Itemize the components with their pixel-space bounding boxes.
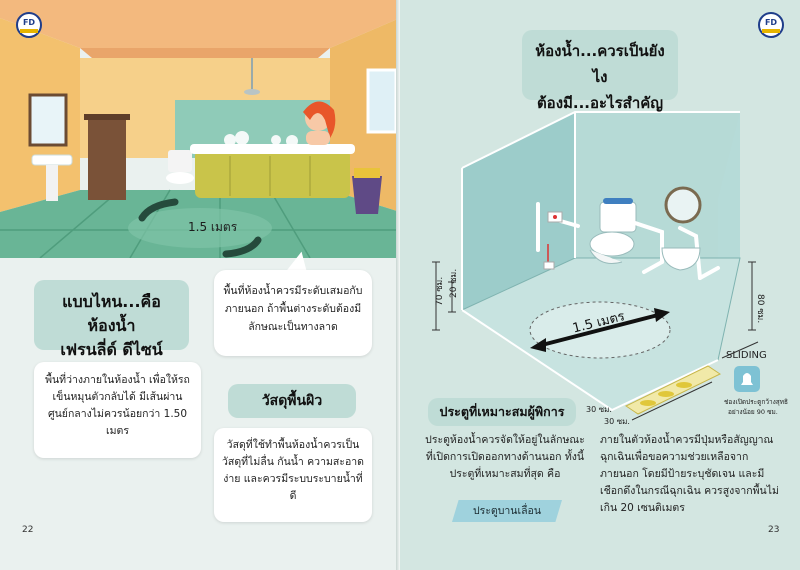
- right-title-line-1: ห้องน้ำ...ควรเป็นยังไง: [535, 42, 665, 86]
- scene-distance-label: 1.5 เมตร: [188, 220, 238, 234]
- fd-logo: FD: [16, 12, 42, 38]
- sliding-label: SLIDING: [726, 350, 767, 361]
- door-section-title: ประตูที่เหมาะสมผู้พิการ: [428, 398, 576, 426]
- door-width-note-2: อย่างน้อย 90 ซม.: [728, 408, 778, 416]
- turning-space-text: พื้นที่ว่างภายในห้องน้ำ เพื่อให้รถเข็นหม…: [34, 362, 201, 458]
- accessible-bathroom-diagram: 1.5 เมตร 70 ซม. 20 ซม. 80 ซม. SLIDING: [432, 111, 788, 426]
- title-line-2: เฟรนลี่ด์ ดีไซน์: [60, 340, 163, 359]
- height-20-label: 20 ซม.: [449, 269, 459, 298]
- fd-logo-right: FD: [758, 12, 784, 38]
- right-title-line-2: ต้องมี...อะไรสำคัญ: [536, 94, 664, 112]
- logo-text-right: FD: [764, 18, 778, 27]
- emergency-alarm-text: ภายในตัวห้องน้ำควรมีปุ่มหรือสัญญาณฉุกเฉิ…: [600, 434, 779, 514]
- left-page: 1.5 เมตร FD แบบไหน...คือห้องน้ำ เฟรนลี่ด…: [0, 0, 400, 570]
- bathroom-illustration: 1.5 เมตร: [0, 0, 400, 258]
- material-text: วัสดุที่ใช้ทำพื้นห้องน้ำควรเป็นวัสดุที่ไ…: [214, 428, 372, 522]
- page-number-right: 23: [768, 525, 780, 535]
- sliding-door-tag: ประตูบานเลื่อน: [452, 500, 562, 522]
- height-70-label: 70 ซม.: [435, 277, 445, 306]
- title-line-1: แบบไหน...คือห้องน้ำ: [62, 292, 161, 335]
- width-30-label-1: 30 ซม.: [586, 405, 612, 414]
- friendly-design-title: แบบไหน...คือห้องน้ำ เฟรนลี่ด์ ดีไซน์: [34, 280, 189, 359]
- right-page-title: ห้องน้ำ...ควรเป็นยังไง ต้องมี...อะไรสำคั…: [522, 30, 678, 112]
- height-80-label: 80 ซม.: [755, 294, 765, 323]
- floor-level-bubble: พื้นที่ห้องน้ำควรมีระดับเสมอกับภายนอก ถ้…: [214, 270, 372, 356]
- width-30-label-2: 30 ซม.: [604, 417, 630, 426]
- material-title: วัสดุพื้นผิว: [228, 384, 356, 418]
- logo-text: FD: [22, 18, 36, 27]
- page-number-left: 22: [22, 525, 34, 535]
- door-text: ประตูห้องน้ำควรจัดให้อยู่ในลักษณะที่เปิด…: [425, 434, 585, 480]
- door-width-note-1: ช่องเปิดประตูกว้างสุทธิ: [724, 398, 788, 406]
- right-page: 1.5 เมตร 70 ซม. 20 ซม. 80 ซม. SLIDING: [400, 0, 800, 570]
